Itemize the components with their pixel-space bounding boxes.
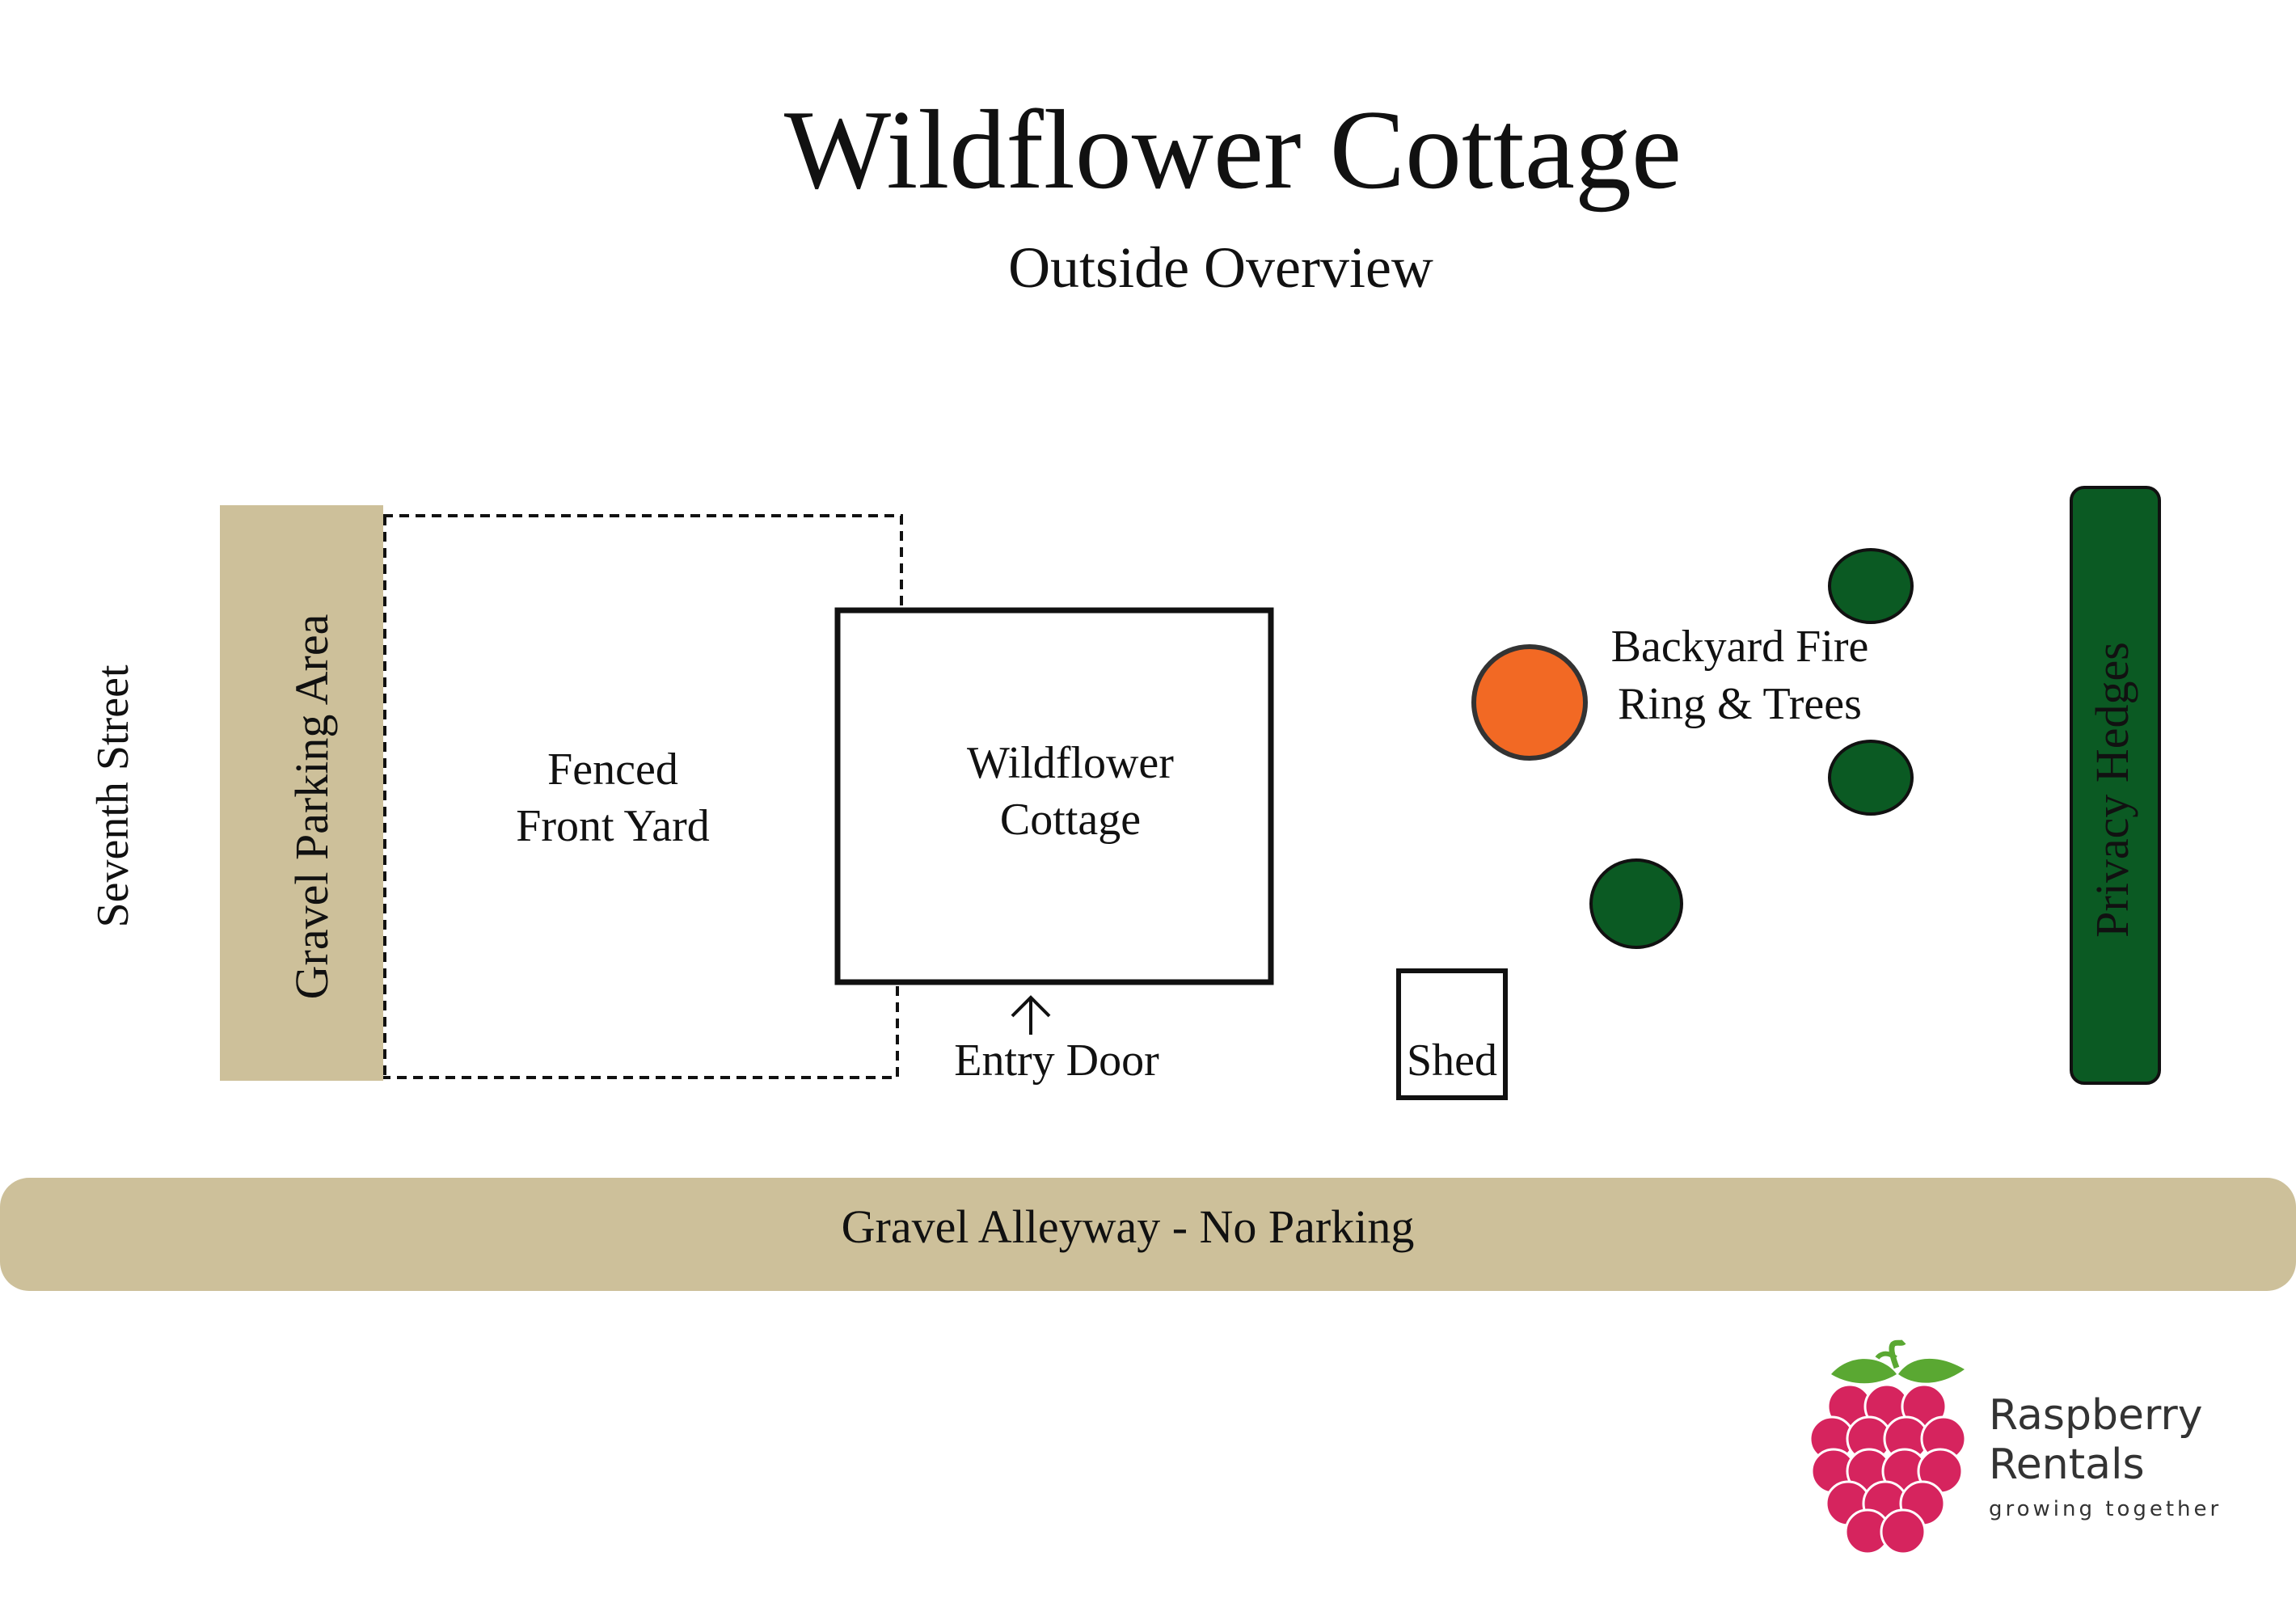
- street-label: Seventh Street: [88, 664, 138, 927]
- fire-ring-label-line2: Ring & Trees: [1618, 679, 1862, 729]
- entry-door-arrow-icon: [1011, 995, 1051, 1035]
- raspberry-logo-icon: [1809, 1339, 1967, 1555]
- entry-door-label: Entry Door: [954, 1035, 1159, 1086]
- tree-top: [1828, 548, 1914, 624]
- gravel-parking-label: Gravel Parking Area: [285, 614, 338, 1000]
- tree-bottom: [1589, 858, 1683, 949]
- privacy-hedges-label: Privacy Hedges: [2086, 642, 2138, 938]
- cottage-building: [834, 607, 1274, 985]
- logo-name-line1: Raspberry: [1989, 1391, 2203, 1440]
- fire-ring-label-line1: Backyard Fire: [1611, 622, 1869, 672]
- logo-tagline: growing together: [1989, 1497, 2222, 1521]
- privacy-hedges: [2070, 486, 2161, 1085]
- cottage-label-line2: Cottage: [1000, 795, 1141, 845]
- front-yard-label-line1: Fenced: [547, 744, 678, 795]
- gravel-parking-area: [220, 505, 383, 1081]
- shed: [1396, 968, 1508, 1100]
- page-subtitle: Outside Overview: [1008, 235, 1433, 300]
- shed-label: Shed: [1407, 1035, 1497, 1086]
- front-yard-fence: [383, 514, 903, 1079]
- cottage-label-line1: Wildflower: [967, 738, 1174, 788]
- raspberry-drupelet: [1880, 1508, 1927, 1555]
- logo-name-line2: Rentals: [1989, 1440, 2145, 1489]
- fire-ring: [1471, 644, 1588, 761]
- gravel-alleyway: [0, 1178, 2296, 1291]
- tree-middle: [1828, 740, 1914, 816]
- page-title: Wildflower Cottage: [784, 87, 1682, 213]
- gravel-alleyway-label: Gravel Alleyway - No Parking: [842, 1200, 1415, 1253]
- front-yard-label-line2: Front Yard: [516, 801, 710, 851]
